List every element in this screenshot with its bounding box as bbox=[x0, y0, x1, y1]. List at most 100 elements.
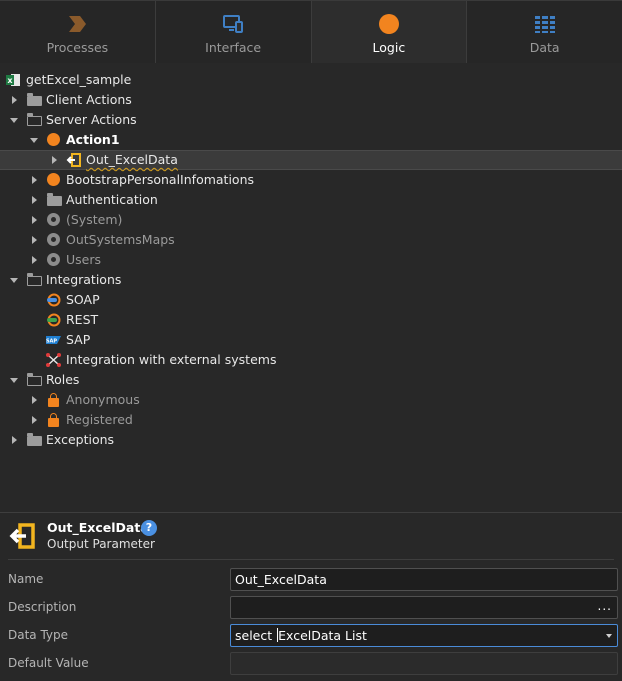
text-cursor bbox=[277, 628, 279, 642]
folder-icon bbox=[27, 433, 42, 447]
tree-item-soap[interactable]: SOAP bbox=[0, 290, 622, 310]
tree-label-external-systems: Integration with external systems bbox=[66, 352, 277, 367]
tab-processes-label: Processes bbox=[46, 40, 109, 55]
expand-caret-icon[interactable] bbox=[29, 235, 39, 245]
tree-label-out-exceldata: Out_ExcelData bbox=[86, 152, 178, 167]
tab-logic-label: Logic bbox=[372, 40, 406, 55]
datatype-label: Data Type bbox=[8, 628, 69, 642]
description-more-button[interactable]: ... bbox=[597, 599, 612, 613]
tree-item-users[interactable]: Users bbox=[0, 250, 622, 270]
datatype-dropdown[interactable]: select ExcelData List bbox=[230, 624, 618, 647]
reference-module-icon bbox=[46, 233, 61, 247]
tree-item-root[interactable]: x getExcel_sample bbox=[0, 70, 622, 90]
tree-item-server-actions[interactable]: Server Actions bbox=[0, 110, 622, 130]
expand-caret-icon[interactable] bbox=[29, 415, 39, 425]
expand-caret-icon[interactable] bbox=[9, 435, 19, 445]
soap-icon bbox=[47, 293, 61, 307]
tree-item-system[interactable]: (System) bbox=[0, 210, 622, 230]
help-icon[interactable]: ? bbox=[141, 520, 157, 536]
property-row-default-value: Default Value bbox=[0, 651, 622, 677]
sap-icon: SAP bbox=[46, 336, 61, 345]
output-parameter-icon bbox=[66, 153, 81, 167]
tree-label-server-actions: Server Actions bbox=[46, 112, 137, 127]
tree-item-outsystemsmaps[interactable]: OutSystemsMaps bbox=[0, 230, 622, 250]
tree-label-roles: Roles bbox=[46, 372, 80, 387]
panel-divider[interactable] bbox=[0, 512, 622, 513]
property-row-name: Name Out_ExcelData bbox=[0, 567, 622, 593]
tree-item-rest[interactable]: REST bbox=[0, 310, 622, 330]
datatype-value: ExcelData List bbox=[278, 628, 367, 643]
name-field[interactable]: Out_ExcelData bbox=[230, 568, 618, 591]
module-tabs: Processes Interface Logic Data bbox=[0, 0, 622, 63]
tree-item-client-actions[interactable]: Client Actions bbox=[0, 90, 622, 110]
description-field[interactable]: ... bbox=[230, 596, 618, 619]
tree-label-rest: REST bbox=[66, 312, 99, 327]
tab-interface-label: Interface bbox=[205, 40, 262, 55]
rest-icon bbox=[47, 313, 61, 327]
folder-open-icon bbox=[26, 273, 42, 287]
tree-item-roles[interactable]: Roles bbox=[0, 370, 622, 390]
header-separator bbox=[8, 559, 614, 560]
tab-interface[interactable]: Interface bbox=[155, 1, 312, 63]
expand-caret-icon[interactable] bbox=[29, 215, 39, 225]
interface-icon bbox=[223, 15, 244, 33]
excel-module-icon: x bbox=[6, 74, 20, 86]
data-icon bbox=[534, 16, 555, 33]
tree-label-sap: SAP bbox=[66, 332, 91, 347]
tree-item-exceptions[interactable]: Exceptions bbox=[0, 430, 622, 450]
chevron-down-icon[interactable] bbox=[606, 634, 612, 638]
tree-label-client-actions: Client Actions bbox=[46, 92, 132, 107]
tab-data-label: Data bbox=[529, 40, 560, 55]
tab-processes[interactable]: Processes bbox=[0, 1, 156, 63]
tree-item-anonymous[interactable]: Anonymous bbox=[0, 390, 622, 410]
property-row-datatype: Data Type select ExcelData List bbox=[0, 623, 622, 649]
tree-label-root: getExcel_sample bbox=[26, 72, 132, 87]
svg-text:SAP: SAP bbox=[46, 339, 57, 345]
tab-data[interactable]: Data bbox=[467, 1, 622, 63]
tree-item-external-systems[interactable]: Integration with external systems bbox=[0, 350, 622, 370]
lock-icon bbox=[46, 393, 61, 407]
expand-caret-icon[interactable] bbox=[29, 395, 39, 405]
folder-icon bbox=[27, 93, 42, 107]
tree-item-action1[interactable]: Action1 bbox=[0, 130, 622, 150]
logic-icon bbox=[378, 14, 399, 34]
default-value-field[interactable] bbox=[230, 652, 618, 675]
tree-label-system: (System) bbox=[66, 212, 123, 227]
expand-caret-icon[interactable] bbox=[49, 155, 59, 165]
reference-module-icon bbox=[46, 253, 61, 267]
tree-label-registered: Registered bbox=[66, 412, 133, 427]
name-value: Out_ExcelData bbox=[235, 572, 327, 587]
reference-module-icon bbox=[46, 213, 61, 227]
tab-logic[interactable]: Logic bbox=[311, 1, 468, 63]
tree-item-out-exceldata[interactable]: Out_ExcelData bbox=[0, 150, 622, 170]
collapse-caret-icon[interactable] bbox=[9, 375, 19, 385]
output-parameter-icon bbox=[9, 523, 35, 549]
logic-tree: x getExcel_sample Client Actions Server … bbox=[0, 70, 622, 510]
description-label: Description bbox=[8, 600, 77, 614]
lock-icon bbox=[46, 413, 61, 427]
expand-caret-icon[interactable] bbox=[9, 95, 19, 105]
collapse-caret-icon[interactable] bbox=[9, 115, 19, 125]
tree-label-integrations: Integrations bbox=[46, 272, 122, 287]
default-value-label: Default Value bbox=[8, 656, 89, 670]
expand-caret-icon[interactable] bbox=[29, 195, 39, 205]
tree-label-anonymous: Anonymous bbox=[66, 392, 140, 407]
processes-icon bbox=[69, 16, 87, 32]
tree-item-bootstrap[interactable]: BootstrapPersonalInfomations bbox=[0, 170, 622, 190]
properties-header: Out_ExcelData ? Output Parameter bbox=[0, 513, 622, 559]
tree-label-authentication: Authentication bbox=[66, 192, 158, 207]
tree-item-registered[interactable]: Registered bbox=[0, 410, 622, 430]
folder-open-icon bbox=[26, 373, 42, 387]
collapse-caret-icon[interactable] bbox=[9, 275, 19, 285]
server-action-icon bbox=[46, 133, 61, 147]
expand-caret-icon[interactable] bbox=[29, 255, 39, 265]
tree-item-sap[interactable]: SAP SAP bbox=[0, 330, 622, 350]
expand-caret-icon[interactable] bbox=[29, 175, 39, 185]
properties-subtitle: Output Parameter bbox=[47, 537, 155, 551]
external-integration-icon bbox=[46, 353, 61, 367]
tree-label-outsystemsmaps: OutSystemsMaps bbox=[66, 232, 175, 247]
tree-item-authentication[interactable]: Authentication bbox=[0, 190, 622, 210]
properties-title: Out_ExcelData bbox=[47, 520, 149, 535]
tree-item-integrations[interactable]: Integrations bbox=[0, 270, 622, 290]
collapse-caret-icon[interactable] bbox=[29, 135, 39, 145]
